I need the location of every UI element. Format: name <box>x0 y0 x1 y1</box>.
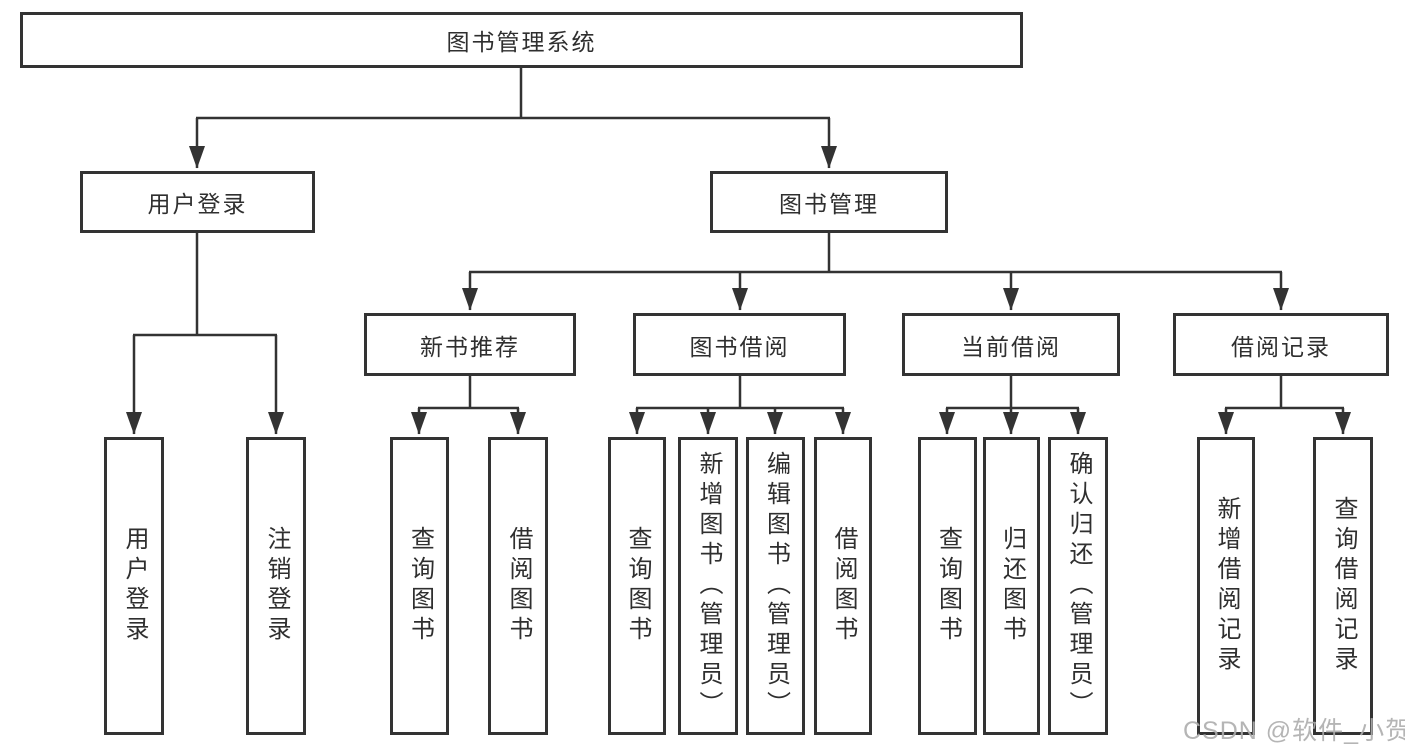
node-user-login: 用户登录 <box>80 171 315 233</box>
node-book-borrow: 图书借阅 <box>633 313 846 376</box>
leaf-query-books-borrow: 查询图书 <box>608 437 666 735</box>
leaf-query-books-recommend: 查询图书 <box>390 437 449 735</box>
csdn-watermark: CSDN @软件_小贺同学 <box>1183 717 1405 745</box>
leaf-edit-books-admin: 编辑图书（管理员） <box>746 437 805 735</box>
node-borrow-records: 借阅记录 <box>1173 313 1389 376</box>
node-current-borrow: 当前借阅 <box>902 313 1120 376</box>
leaf-query-books-current: 查询图书 <box>918 437 977 735</box>
leaf-borrow-books-recommend: 借阅图书 <box>488 437 548 735</box>
node-root-system: 图书管理系统 <box>20 12 1023 68</box>
leaf-borrow-books: 借阅图书 <box>814 437 872 735</box>
leaf-query-borrow-record: 查询借阅记录 <box>1313 437 1373 735</box>
leaf-confirm-return-admin: 确认归还（管理员） <box>1048 437 1108 735</box>
node-new-book-recommend: 新书推荐 <box>364 313 576 376</box>
leaf-logout: 注销登录 <box>246 437 306 735</box>
leaf-user-login: 用户登录 <box>104 437 164 735</box>
leaf-add-books-admin: 新增图书（管理员） <box>678 437 738 735</box>
leaf-return-books: 归还图书 <box>983 437 1040 735</box>
node-book-management: 图书管理 <box>710 171 948 233</box>
leaf-add-borrow-record: 新增借阅记录 <box>1197 437 1255 735</box>
